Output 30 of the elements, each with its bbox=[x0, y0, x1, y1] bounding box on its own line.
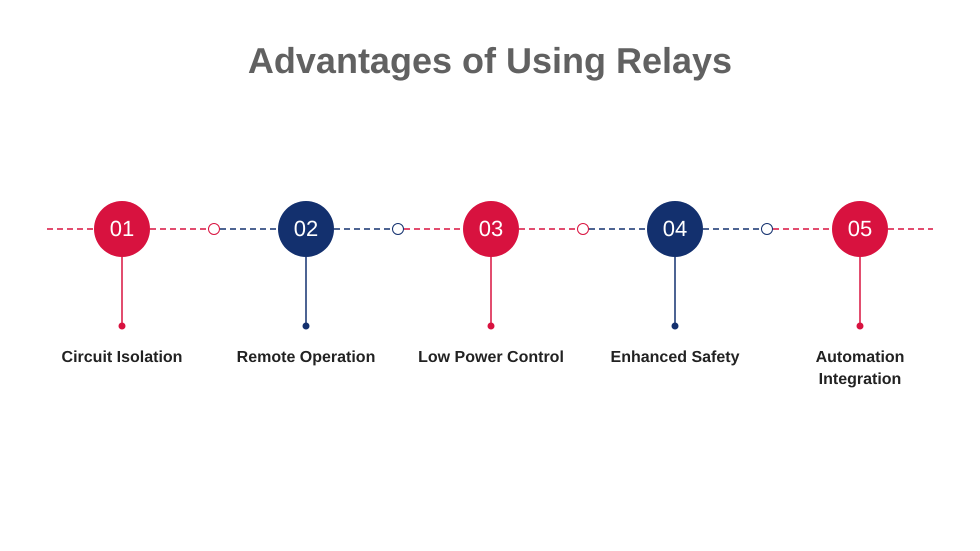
pin-line bbox=[856, 257, 864, 330]
pin-line bbox=[302, 257, 310, 330]
number-circle: 05 bbox=[832, 201, 888, 257]
dashed-connector bbox=[47, 228, 94, 230]
number-circle: 04 bbox=[647, 201, 703, 257]
advantage-label: Automation Integration bbox=[785, 329, 935, 391]
dashed-connector bbox=[888, 228, 933, 230]
number-circle: 02 bbox=[278, 201, 334, 257]
title: Advantages of Using Relays bbox=[248, 40, 732, 81]
advantage-label: Circuit Isolation bbox=[47, 329, 197, 391]
dashed-connector bbox=[773, 228, 832, 230]
dashed-connector bbox=[589, 228, 647, 230]
advantage-label: Enhanced Safety bbox=[600, 329, 750, 391]
pin-line bbox=[488, 257, 494, 330]
ring-marker bbox=[577, 223, 589, 235]
dashed-connector bbox=[703, 228, 761, 230]
dashed-connector bbox=[519, 228, 577, 230]
ring-marker bbox=[392, 223, 404, 235]
pin-line bbox=[672, 257, 678, 330]
advantage-label: Low Power Control bbox=[416, 329, 566, 391]
dashed-connector bbox=[220, 228, 278, 230]
pin-line bbox=[118, 257, 126, 330]
number-circle: 03 bbox=[463, 201, 519, 257]
dashed-connector bbox=[150, 228, 208, 230]
dashed-connector bbox=[334, 228, 392, 230]
dashed-connector bbox=[404, 228, 463, 230]
ring-marker bbox=[761, 223, 773, 235]
advantage-label: Remote Operation bbox=[231, 329, 381, 391]
number-circle: 01 bbox=[94, 201, 150, 257]
ring-marker bbox=[208, 223, 220, 235]
